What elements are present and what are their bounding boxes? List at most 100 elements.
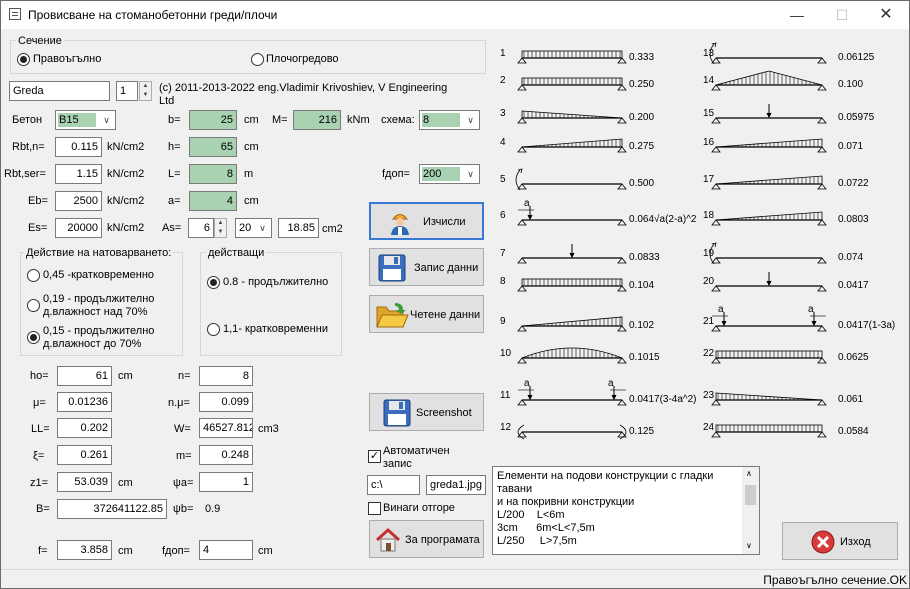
diagram-number: 21: [703, 316, 715, 327]
W-unit: cm3: [258, 423, 279, 435]
beam-diagram: [515, 168, 627, 191]
file-input[interactable]: greda1.jpg: [426, 475, 486, 495]
read-data-button[interactable]: Четене данни: [369, 295, 484, 333]
beam-diagram: [711, 138, 827, 153]
diagram-number: 24: [703, 422, 715, 433]
save-data-label: Запис данни: [414, 262, 479, 274]
As-value-input: 18.85: [278, 218, 319, 238]
rbtn-input[interactable]: 0.115: [55, 137, 102, 157]
As-count-input[interactable]: 6: [188, 218, 214, 238]
rbtn-unit: kN/cm2: [107, 141, 145, 153]
diagram-coefficient: 0.071: [838, 141, 864, 152]
beam-diagram: [711, 175, 827, 190]
status-bar: Правоъгълно сечение.OK: [1, 569, 909, 588]
h0-unit: cm: [118, 370, 133, 382]
radio-045[interactable]: [27, 269, 40, 282]
radio-045-label[interactable]: 0,45 -кратковременно: [43, 269, 155, 281]
fdop2-unit: cm: [258, 545, 273, 557]
tolerance-memo[interactable]: Елементи на подови конструкции с гладки …: [492, 466, 760, 555]
radio-rect[interactable]: [17, 53, 30, 66]
path-input[interactable]: c:\: [367, 475, 420, 495]
rbtn-label: Rbt,n=: [12, 141, 45, 153]
diagram-number: 15: [703, 108, 715, 119]
radio-019-label-2[interactable]: д.влажност над 70%: [43, 306, 148, 318]
close-icon[interactable]: ✕: [879, 6, 893, 23]
a-input[interactable]: 4: [189, 191, 237, 211]
m-label: m=: [176, 450, 192, 462]
psia-label: ψa=: [173, 477, 194, 489]
status-text: Правоъгълно сечение.OK: [763, 573, 907, 587]
load-group-title: Действие на натоварването:: [24, 247, 174, 259]
diagram-coefficient: 0.1015: [629, 352, 660, 363]
radio-019-label[interactable]: 0,19 - продължително: [43, 293, 155, 305]
memo-text: Елементи на подови конструкции с гладки …: [497, 470, 714, 547]
beam-diagram: [517, 110, 627, 124]
diagram-number: 6: [500, 210, 506, 221]
maximize-icon[interactable]: ☐: [835, 7, 849, 23]
h-input[interactable]: 65: [189, 137, 237, 157]
scroll-thumb[interactable]: [745, 485, 756, 505]
eb-input[interactable]: 2500: [55, 191, 102, 211]
As-diameter-select[interactable]: 20 ∨: [235, 218, 272, 238]
beam-diagram: [517, 77, 627, 91]
radio-08[interactable]: [207, 276, 220, 289]
memo-scrollbar[interactable]: ∧ ∨: [742, 467, 759, 554]
about-button[interactable]: За програмата: [369, 520, 484, 558]
radio-tee-label[interactable]: Плочогредово: [266, 53, 339, 65]
radio-tee[interactable]: [251, 53, 264, 66]
acting-group-title: действащи: [206, 247, 267, 259]
es-label: Es=: [28, 222, 48, 234]
screenshot-button[interactable]: Screenshot: [369, 393, 484, 431]
As-unit: cm2: [322, 223, 343, 235]
fdop2-output: 4: [199, 540, 253, 560]
beton-select[interactable]: B15 ∨: [55, 110, 116, 130]
radio-11-label[interactable]: 1,1- кратковременни: [223, 323, 328, 335]
As-count-spin-icon[interactable]: ▲▼: [214, 218, 227, 238]
B-output: 372641122.85: [57, 499, 167, 519]
radio-11[interactable]: [207, 323, 220, 336]
auto-save-label[interactable]: Автоматичен запис: [383, 445, 450, 470]
fdop2-label: fдоп=: [162, 545, 190, 557]
diagram-number: 10: [500, 348, 512, 359]
always-top-label[interactable]: Винаги отгоре: [383, 502, 455, 514]
exit-button[interactable]: Изход: [782, 522, 898, 560]
rbtser-input[interactable]: 1.15: [55, 164, 102, 184]
always-top-checkbox[interactable]: [368, 502, 381, 515]
save-data-button[interactable]: Запис данни: [369, 248, 484, 286]
calculate-button[interactable]: Изчисли: [369, 202, 484, 240]
radio-019[interactable]: [27, 299, 40, 312]
LL-output: 0.202: [57, 418, 112, 438]
rbtser-label: Rbt,ser=: [4, 168, 46, 180]
es-input[interactable]: 20000: [55, 218, 102, 238]
counter-input[interactable]: 1: [116, 81, 138, 101]
fdop-select[interactable]: 200 ∨: [419, 164, 480, 184]
diagram-number: 12: [500, 422, 512, 433]
beam-diagram: [711, 424, 827, 438]
L-unit: m: [244, 168, 254, 180]
radio-015[interactable]: [27, 331, 40, 344]
diagram-number: 22: [703, 348, 715, 359]
radio-015-label[interactable]: 0,15 - продължително: [43, 325, 155, 337]
section-title: Сечение: [16, 35, 64, 47]
scheme-select[interactable]: 8 ∨: [419, 110, 480, 130]
b-label: b=: [168, 114, 181, 126]
engineer-icon: [391, 214, 409, 235]
h-unit: cm: [244, 141, 259, 153]
minimize-icon[interactable]: —: [790, 7, 804, 23]
diagram-number: 1: [500, 48, 506, 59]
radio-rect-label[interactable]: Правоъгълно: [33, 53, 102, 65]
radio-015-label-2[interactable]: д.влажност до 70%: [43, 338, 142, 350]
L-label: L=: [168, 168, 181, 180]
name-input[interactable]: Greda: [9, 81, 110, 101]
radio-08-label[interactable]: 0.8 - продължително: [223, 276, 329, 288]
diagram-number: 8: [500, 276, 506, 287]
nmu-output: 0.099: [199, 392, 253, 412]
M-input[interactable]: 216: [293, 110, 341, 130]
auto-save-checkbox[interactable]: ✓: [368, 450, 381, 463]
counter-spin-icon[interactable]: ▲▼: [139, 81, 152, 101]
L-input[interactable]: 8: [189, 164, 237, 184]
nmu-label: n.μ=: [168, 397, 190, 409]
b-input[interactable]: 25: [189, 110, 237, 130]
W-output: 46527.812: [199, 418, 253, 438]
title-bar[interactable]: Провисване на стоманобетонни греди/плочи…: [1, 1, 909, 29]
